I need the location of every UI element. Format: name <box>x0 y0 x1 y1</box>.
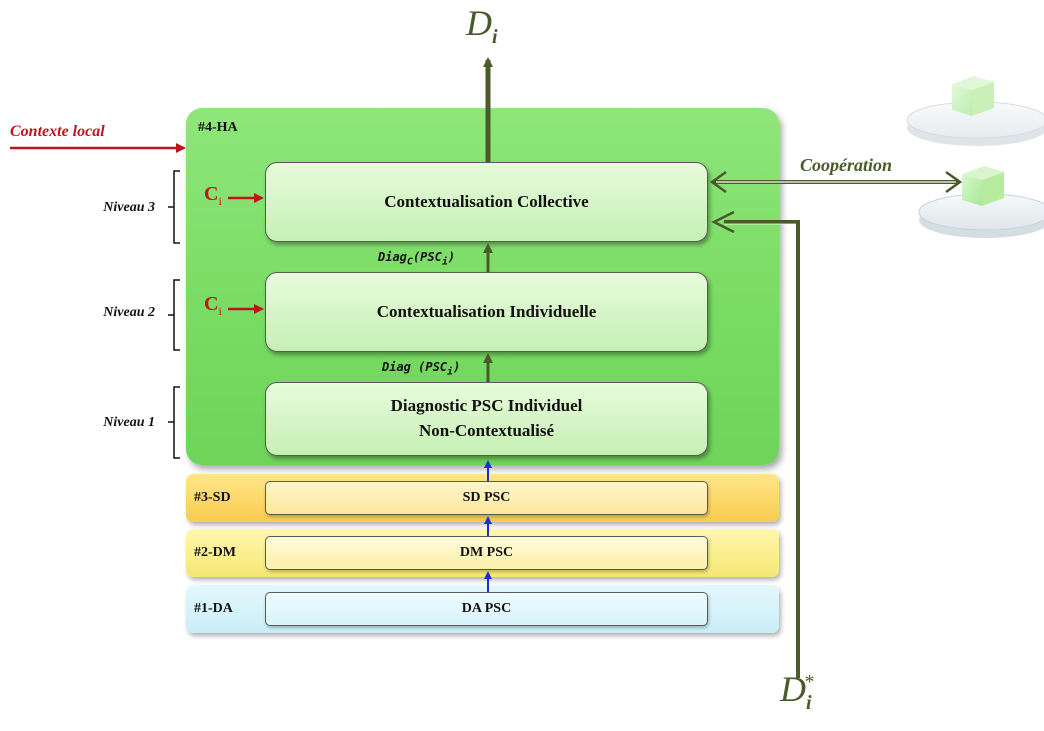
level-2-label: Niveau 2 <box>103 305 155 320</box>
box-sd-psc-text: SD PSC <box>462 490 511 505</box>
ci2-main: C <box>204 293 219 315</box>
input-d-i-star-label: Di* <box>780 668 814 715</box>
box-diagnostic-line2: Non-Contextualisé <box>418 421 555 440</box>
input-d-main: D <box>780 669 806 709</box>
box-da-psc-text: DA PSC <box>461 601 512 616</box>
box-contextualisation-collective-text: Contextualisation Collective <box>384 192 589 211</box>
box-contextualisation-individuelle: Contextualisation Individuelle <box>265 272 708 352</box>
contexte-local-label: Contexte local <box>10 123 105 140</box>
layer-sd-label: #3-SD <box>194 490 231 505</box>
box-sd-psc: SD PSC <box>265 481 708 515</box>
ci3-main: C <box>204 183 219 205</box>
bracket-level3 <box>168 170 180 244</box>
box-diagnostic-line1: Diagnostic PSC Individuel <box>390 396 583 416</box>
peer-node-2 <box>918 166 1044 238</box>
box-da-psc: DA PSC <box>265 592 708 626</box>
box-dm-psc: DM PSC <box>265 536 708 570</box>
level-3-label: Niveau 3 <box>103 200 155 215</box>
ci3-sub: i <box>218 194 222 208</box>
output-d-main: D <box>466 3 492 43</box>
output-d-i-label: Di <box>466 2 498 49</box>
peer-node-1 <box>906 76 1044 146</box>
output-d-sub: i <box>492 26 498 49</box>
input-d-sub: i <box>806 692 812 715</box>
layer-dm-label: #2-DM <box>194 545 236 560</box>
box-contextualisation-individuelle-text: Contextualisation Individuelle <box>376 302 597 321</box>
bracket-level1 <box>168 386 180 459</box>
context-input-ci-level3: Ci <box>204 183 222 209</box>
layer-ha-label: #4-HA <box>198 120 238 135</box>
level-1-label: Niveau 1 <box>103 415 155 430</box>
input-d-sup: * <box>803 671 814 693</box>
box-contextualisation-collective: Contextualisation Collective <box>265 162 708 242</box>
ci2-sub: i <box>218 304 222 318</box>
layer-da-label: #1-DA <box>194 601 233 616</box>
box-diagnostic-individuel: Diagnostic PSC Individuel Non-Contextual… <box>265 382 708 456</box>
diag-label: Diag (PSCi) <box>382 360 461 378</box>
bracket-level2 <box>168 279 180 351</box>
diag-c-label: DiagC(PSCi) <box>378 250 456 268</box>
context-input-ci-level2: Ci <box>204 293 222 319</box>
cooperation-label: Coopération <box>800 155 893 175</box>
box-dm-psc-text: DM PSC <box>459 545 514 560</box>
